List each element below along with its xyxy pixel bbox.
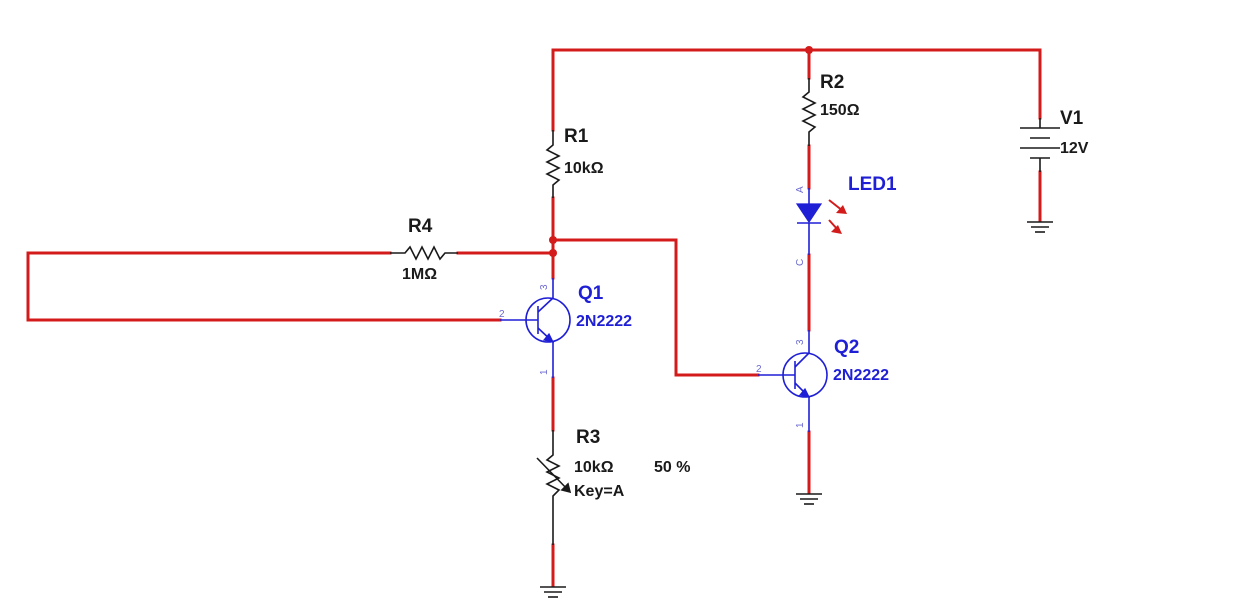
wire-r4-q1-base[interactable] [26,251,502,322]
led1-anode-pin: A [795,186,806,193]
transistor-q1[interactable]: 3 2 1 Q1 2N2222 [499,278,632,378]
q1-pin-3: 3 [539,284,550,290]
r2-ref-label: R2 [820,72,844,93]
r3-setting-label: 50 % [654,459,690,476]
wires [26,48,1042,587]
resistor-r2[interactable]: R2 150Ω [801,72,860,146]
r3-ref-label: R3 [576,427,600,448]
wire-top-rail[interactable] [551,48,1042,132]
r1-ref-label: R1 [564,126,589,147]
led-led1[interactable]: A C LED1 [795,174,897,266]
resistor-r1[interactable]: R1 10kΩ [545,126,604,198]
q1-pin-2: 2 [499,309,505,320]
v1-ref-label: V1 [1060,108,1084,129]
q2-pin-3: 3 [795,339,806,345]
potentiometer-r3-wiper [536,457,571,493]
r2-value-label: 150Ω [820,102,860,119]
q1-emitter-arrow [542,332,555,343]
v1-value-label: 12V [1060,140,1089,157]
junction-r1-q1 [549,236,557,244]
q1-pin-1: 1 [539,369,550,375]
r4-ref-label: R4 [408,216,433,237]
wire-node-q2-base[interactable] [551,238,760,377]
transistor-q2[interactable]: 3 2 1 Q2 2N2222 [756,330,889,432]
q2-model-label: 2N2222 [833,367,889,384]
led1-triangle [795,203,823,224]
q1-ref-label: Q1 [578,283,604,304]
r4-value-label: 1MΩ [402,266,437,283]
q2-emitter-arrow [798,387,811,398]
potentiometer-r3[interactable]: R3 10kΩ 50 % Key=A [536,427,690,545]
led1-emission-arrowhead-2 [831,225,842,234]
q1-collector-line [537,297,554,313]
junction-top [805,46,813,54]
r1-value-label: 10kΩ [564,160,604,177]
q2-pin-1: 1 [795,422,806,428]
ground-r3 [540,586,566,598]
battery-v1[interactable]: V1 12V [1020,108,1089,172]
resistor-r2-zigzag [801,78,817,146]
ground-v1 [1027,221,1053,233]
q2-collector-line [794,352,810,368]
r3-value-label: 10kΩ [574,459,614,476]
potentiometer-r3-zigzag [545,430,561,545]
ground-q2 [796,493,822,505]
led1-ref-label: LED1 [848,174,897,195]
q2-pin-2: 2 [756,364,762,375]
led1-emission-arrowhead-1 [836,205,847,214]
resistor-r4-zigzag [390,245,458,261]
junction-r4 [549,249,557,257]
q1-model-label: 2N2222 [576,313,632,330]
led1-cathode-pin: C [795,259,806,266]
potentiometer-r3-wiper-arrow [560,482,572,494]
resistor-r4[interactable]: R4 1MΩ [390,216,458,283]
q2-ref-label: Q2 [834,337,859,358]
resistor-r1-zigzag [545,130,561,198]
r3-key-label: Key=A [574,483,625,500]
